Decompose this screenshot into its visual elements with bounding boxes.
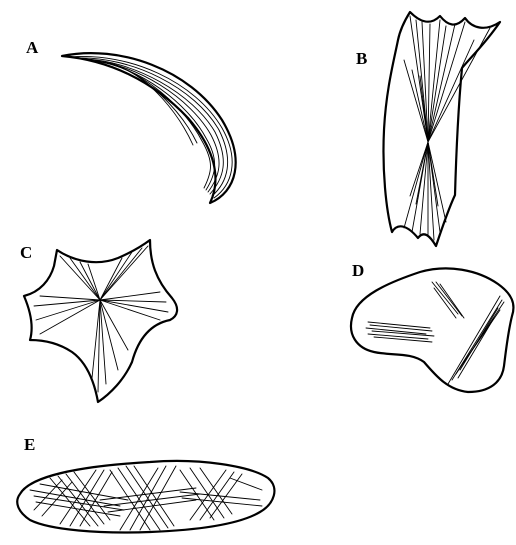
panel-d-needle-cluster-left [366, 322, 434, 342]
panel-d-outline [351, 268, 513, 392]
panel-b-outline [383, 12, 500, 246]
panel-label-c: C [20, 243, 32, 262]
panel-a-striations [70, 56, 232, 198]
panel-label-b: B [356, 49, 367, 68]
panel-b-lower-fan [404, 142, 446, 240]
panel-b: B [356, 12, 500, 246]
panel-d-needle-cluster-top [432, 282, 464, 318]
panel-label-d: D [352, 261, 364, 280]
panel-d: D [351, 261, 513, 392]
panel-e-crosshatch [30, 466, 262, 530]
panel-e-outline [17, 461, 274, 533]
panel-b-upper-fan [404, 16, 490, 142]
panel-c-outline [24, 240, 177, 402]
panel-label-a: A [26, 38, 39, 57]
panel-a: A [26, 38, 236, 203]
panel-c: C [20, 240, 177, 402]
panel-label-e: E [24, 435, 35, 454]
panel-e: E [17, 435, 274, 533]
